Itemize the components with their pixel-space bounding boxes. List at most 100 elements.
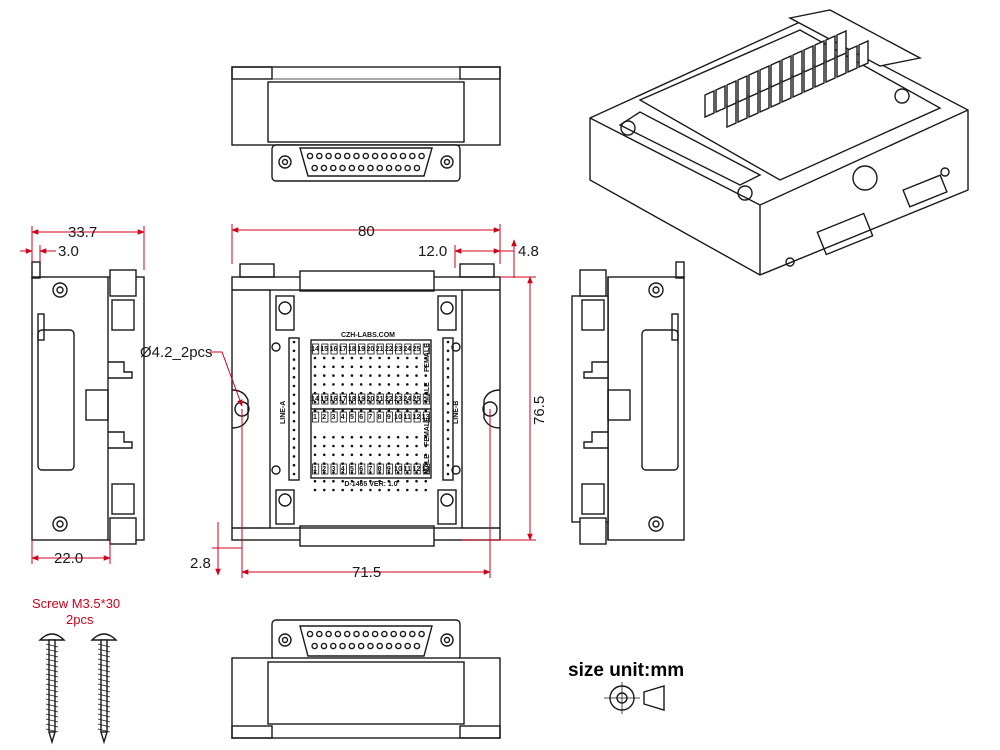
- pcb-pad: [292, 358, 296, 361]
- terminal-block: [422, 343, 430, 355]
- terminal-block: [395, 343, 403, 355]
- pcb-pad: [292, 375, 296, 379]
- unit-legend: size unit:mm: [568, 660, 684, 714]
- pin-number: 6: [359, 414, 363, 421]
- connector-pin: [413, 642, 421, 650]
- pcb-pad: [322, 453, 326, 457]
- pcb-pad: [292, 455, 296, 458]
- pcb-pad: [322, 444, 326, 448]
- terminal-block: [847, 44, 858, 74]
- terminal-block: [704, 89, 715, 119]
- pcb-pad: [292, 437, 296, 441]
- connector-pin: [399, 152, 407, 160]
- pcb-pad: [332, 462, 335, 465]
- pin-number: 17: [339, 396, 347, 403]
- pcb-pad: [350, 374, 354, 377]
- terminal-block: [825, 34, 836, 64]
- pcb-pad: [387, 383, 391, 386]
- connector-pin: [390, 630, 398, 638]
- pcb-pad: [406, 444, 409, 448]
- pcb-pad: [415, 444, 418, 448]
- pcb-pad: [292, 340, 296, 344]
- pcb-pad: [313, 453, 317, 457]
- pcb-pad: [396, 365, 400, 369]
- pin-number: 3: [332, 466, 336, 473]
- dim-22-0: 22.0: [54, 550, 83, 567]
- pin-number: 20: [366, 346, 374, 353]
- connector-pin: [315, 152, 323, 160]
- pcb-pad: [387, 488, 391, 492]
- terminal-block: [358, 343, 366, 355]
- pcb-pad: [350, 365, 354, 369]
- dimension-labels: 33.7 3.0 80 12.0 4.8 Ø4.2_2pcs 76.5 22.0…: [54, 223, 548, 581]
- pcb-pad: [350, 356, 354, 360]
- dim-33-7: 33.7: [68, 224, 97, 241]
- pin-number: 19: [357, 396, 365, 403]
- pcb-pad: [396, 435, 400, 439]
- pcb-pad: [378, 365, 381, 369]
- terminal-block: [349, 343, 357, 355]
- pcb-pad: [387, 365, 391, 369]
- pcb-pad: [415, 435, 418, 439]
- pcb-pad: [341, 365, 344, 369]
- pcb-pad: [350, 488, 354, 492]
- pcb-pad: [424, 435, 428, 439]
- pcb-pad: [387, 462, 391, 465]
- pcb-pads: [292, 340, 450, 492]
- connector-pin: [311, 164, 318, 172]
- pcb-pad: [406, 383, 409, 386]
- screw-thread: [45, 728, 59, 733]
- pcb-pad: [313, 356, 317, 360]
- pin-number: 25: [413, 346, 421, 353]
- pcb-line-b-label: LINE-B: [453, 401, 460, 424]
- connector-pin: [367, 642, 374, 650]
- pcb-pad: [341, 479, 344, 483]
- pcb-pad: [396, 400, 400, 404]
- pcb-pad: [415, 383, 418, 386]
- screw-thread: [97, 648, 111, 653]
- pcb-pad: [369, 365, 372, 369]
- pcb-pad: [292, 428, 296, 432]
- screw-thread: [45, 723, 59, 728]
- pcb-pad: [378, 391, 381, 395]
- terminal-grid: [312, 343, 430, 475]
- terminal-block: [404, 343, 412, 355]
- pcb-pad: [359, 391, 363, 395]
- dim-3-0: 3.0: [58, 243, 79, 260]
- pcb-pad: [396, 409, 400, 413]
- screw-thread: [45, 693, 59, 698]
- screw-thread: [97, 723, 111, 728]
- pcb-pad: [415, 356, 418, 360]
- terminal-block: [330, 411, 338, 423]
- pcb-pad: [341, 462, 344, 465]
- pcb-pad: [292, 419, 296, 423]
- pcb-pad: [387, 356, 391, 360]
- connector-pin: [381, 152, 388, 160]
- pin-number: 7: [368, 466, 372, 473]
- pcb-pad: [332, 435, 335, 439]
- pcb-pad: [313, 471, 317, 474]
- pin-number: 21: [376, 346, 384, 353]
- pcb-pad: [369, 471, 372, 474]
- pcb-pad: [415, 400, 418, 404]
- pcb-pad: [292, 393, 296, 397]
- pcb-pad: [313, 409, 317, 413]
- pcb-pad: [313, 444, 317, 448]
- pcb-pad: [359, 479, 363, 483]
- pcb-pad: [313, 488, 317, 492]
- terminal-block: [814, 39, 825, 69]
- pcb-brand-label: CZH-LABS.COM: [341, 332, 395, 339]
- terminal-block: [792, 49, 803, 79]
- pin-number: 10: [394, 414, 402, 421]
- dim-76-5: 76.5: [531, 396, 548, 425]
- pin-number: 18: [348, 396, 356, 403]
- pcb-pad: [378, 444, 381, 448]
- pcb-pad: [359, 435, 363, 439]
- pcb-pad: [292, 349, 296, 353]
- pin-number: 4: [341, 466, 345, 473]
- pcb-pad: [350, 479, 354, 483]
- connector-pin: [362, 152, 370, 160]
- terminal-block: [367, 343, 375, 355]
- screw-thread: [97, 673, 111, 678]
- pcb-pad: [292, 402, 296, 405]
